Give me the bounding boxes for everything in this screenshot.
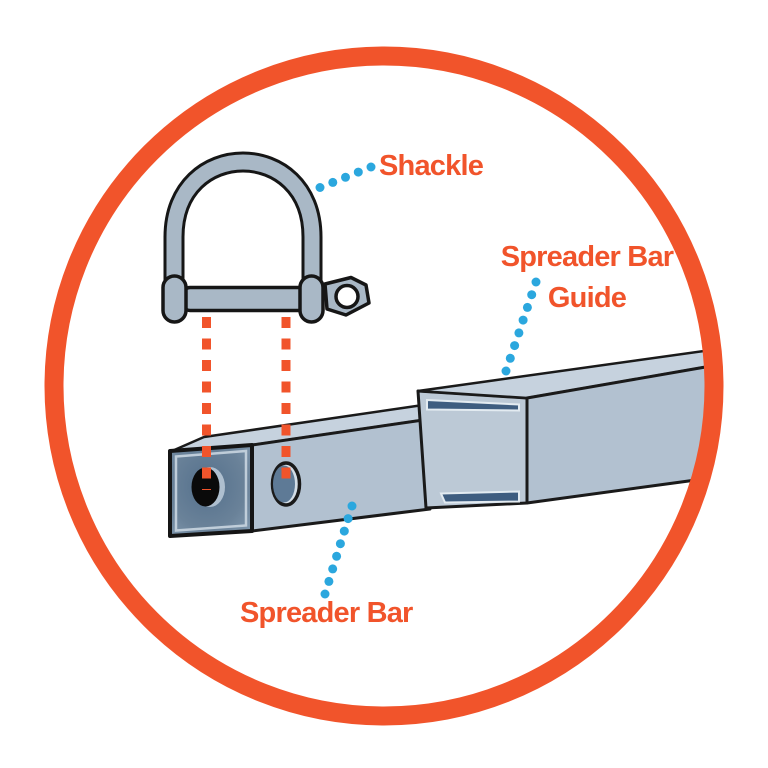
end-face-highlight [174, 449, 248, 532]
pin-head-eye [334, 283, 360, 310]
shackle-bow [166, 154, 320, 292]
spreader-bar-guide-label-line2: Guide [547, 282, 627, 314]
spreader-bar-label: Spreader Bar [240, 597, 413, 629]
shackle [161, 151, 371, 324]
alignment-dashed-lines [202, 317, 291, 490]
shackle-lug-right [298, 274, 325, 324]
shackle-pin [181, 285, 309, 313]
blue-dotted-leader-guide [501, 277, 541, 376]
blue-dotted-leader-bar [320, 501, 357, 599]
shackle-label: Shackle [379, 150, 484, 182]
blue-dotted-leader-shackle [315, 162, 376, 192]
guide-gap-bottom [439, 490, 520, 504]
shackle-lug-left [161, 274, 188, 324]
spreader-bar [168, 402, 432, 538]
spreader-bar-guide-label-line1: Spreader Bar [500, 241, 674, 273]
guide-front-face [525, 359, 713, 505]
spreader-bar-guide-label: Spreader Bar Guide [462, 237, 712, 319]
spreader-bar-guide [416, 344, 713, 510]
orange-ring [44, 46, 724, 726]
guide-top-face [416, 344, 713, 400]
shackle-hole [191, 467, 220, 507]
guide-gap-top [426, 398, 520, 412]
